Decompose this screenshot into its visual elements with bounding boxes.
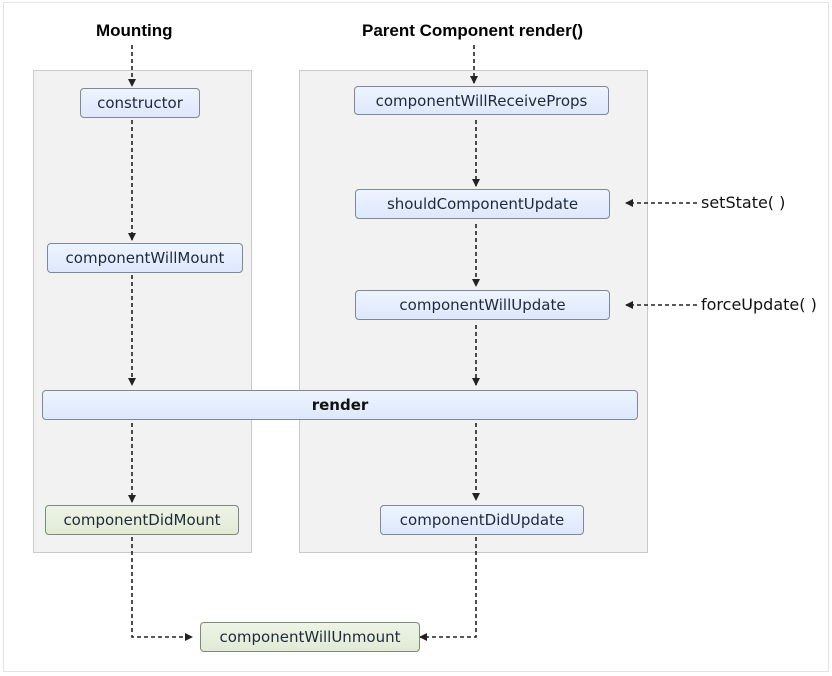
component-will-receive-props-node: componentWillReceiveProps xyxy=(354,86,609,115)
component-will-mount-node: componentWillMount xyxy=(47,243,243,273)
component-did-update-node: componentDidUpdate xyxy=(380,505,584,535)
arrow-didmount-to-unmount xyxy=(131,537,193,641)
set-state-label: setState( ) xyxy=(701,193,786,212)
parent-render-heading: Parent Component render() xyxy=(362,21,584,40)
diagram-border xyxy=(3,2,829,672)
arrow-didupdate-to-unmount xyxy=(419,537,477,641)
force-update-label: forceUpdate( ) xyxy=(701,295,817,314)
mounting-panel xyxy=(33,70,252,553)
should-component-update-node: shouldComponentUpdate xyxy=(355,189,610,219)
mounting-heading: Mounting xyxy=(96,21,173,40)
component-did-mount-node: componentDidMount xyxy=(45,505,239,535)
component-will-unmount-node: componentWillUnmount xyxy=(200,622,420,652)
render-node: render xyxy=(42,390,638,420)
constructor-node: constructor xyxy=(80,88,200,118)
component-will-update-node: componentWillUpdate xyxy=(355,290,610,320)
